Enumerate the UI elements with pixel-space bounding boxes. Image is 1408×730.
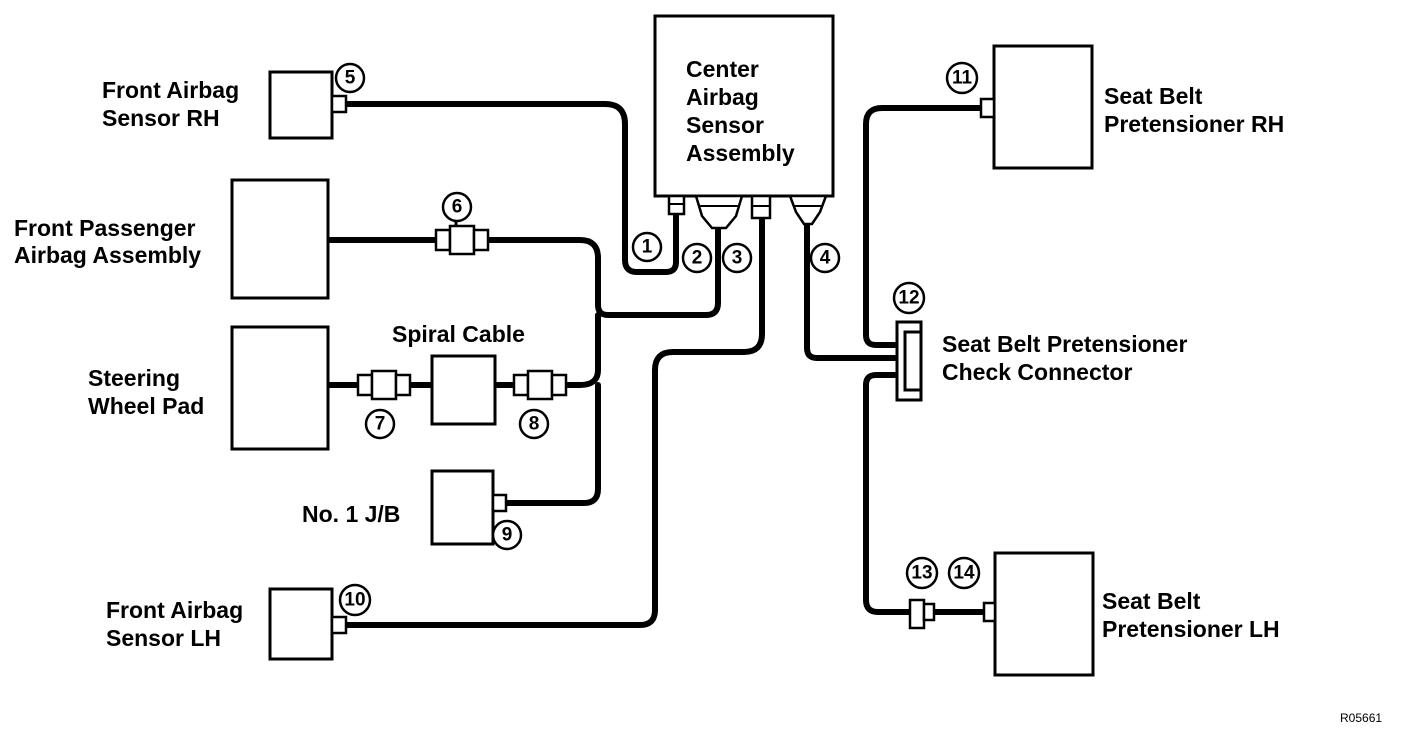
- label-center-sensor-2: Airbag: [686, 84, 759, 110]
- label-center-sensor-4: Assembly: [686, 140, 795, 166]
- connector-11-plug: [979, 97, 996, 119]
- label-passenger-airbag-2: Airbag Assembly: [14, 242, 201, 268]
- connector-8-body: [526, 369, 554, 401]
- seat-belt-pretensioner-lh-box: [993, 551, 1095, 677]
- connector-14-plug: [982, 601, 997, 623]
- label-pretensioner-lh-1: Seat Belt: [1102, 588, 1201, 614]
- connector-5-plug: [330, 94, 348, 114]
- connector-number-12: 12: [898, 288, 919, 309]
- connector-number-14: 14: [953, 563, 975, 584]
- label-pretensioner-lh-2: Pretensioner LH: [1102, 616, 1280, 642]
- connector-7-body: [370, 369, 398, 401]
- wiring-harness: [325, 101, 988, 628]
- connector-2-plug: [694, 194, 744, 230]
- label-front-sensor-lh-2: Sensor LH: [106, 625, 221, 651]
- connector-13-tip: [922, 602, 936, 622]
- label-steering-pad-1: Steering: [88, 365, 180, 391]
- wire-passenger-airbag: [325, 225, 721, 318]
- front-airbag-sensor-rh-box: [268, 70, 334, 140]
- connector-4-plug: [788, 194, 828, 226]
- connector-6-right: [472, 228, 490, 252]
- label-pretensioner-rh-1: Seat Belt: [1104, 83, 1203, 109]
- wire-junction-block: [502, 382, 601, 506]
- wire-front-sensor-lh: [341, 217, 765, 628]
- connector-10-plug: [330, 615, 348, 635]
- wire-check-connector: [804, 222, 898, 361]
- connector-9-plug: [491, 493, 508, 513]
- spiral-cable-box: [430, 354, 497, 426]
- component-labels: Center Airbag Sensor Assembly Front Airb…: [14, 56, 1382, 725]
- wire-front-sensor-rh: [343, 101, 679, 275]
- steering-wheel-pad-box: [230, 325, 330, 451]
- connector-number-6: 6: [452, 197, 463, 218]
- connector-number-1: 1: [642, 237, 653, 258]
- label-center-sensor-3: Sensor: [686, 112, 764, 138]
- connector-number-10: 10: [344, 590, 365, 611]
- connector-number-5: 5: [345, 68, 356, 89]
- label-front-sensor-lh-1: Front Airbag: [106, 597, 243, 623]
- connector-number-2: 2: [692, 248, 703, 269]
- connector-6-body: [448, 224, 476, 256]
- connector-8-right: [550, 373, 568, 397]
- connector-number-13: 13: [911, 563, 932, 584]
- label-center-sensor-1: Center: [686, 56, 759, 82]
- label-steering-pad-2: Wheel Pad: [88, 393, 204, 419]
- label-pretensioner-rh-2: Pretensioner RH: [1104, 111, 1284, 137]
- front-airbag-sensor-lh-box: [268, 587, 334, 661]
- label-spiral-cable: Spiral Cable: [392, 321, 525, 347]
- label-junction-block: No. 1 J/B: [302, 501, 400, 527]
- connector-number-3: 3: [732, 248, 743, 269]
- front-passenger-airbag-box: [230, 178, 330, 300]
- connector-13-plug: [908, 598, 926, 630]
- label-check-connector-1: Seat Belt Pretensioner: [942, 331, 1187, 357]
- wire-pretensioner-lh: [863, 372, 915, 615]
- reference-code: R05661: [1340, 711, 1382, 725]
- connector-7-left: [356, 373, 374, 397]
- seat-belt-pretensioner-rh-box: [992, 44, 1094, 170]
- connector-8-left: [512, 373, 530, 397]
- label-check-connector-2: Check Connector: [942, 359, 1132, 385]
- label-front-sensor-rh-1: Front Airbag: [102, 77, 239, 103]
- connector-number-7: 7: [375, 414, 386, 435]
- connector-plugs: [330, 94, 997, 635]
- wire-steering-pad: [325, 312, 601, 388]
- connector-number-9: 9: [502, 525, 513, 546]
- connector-numbers: 1 2 3 4 5 6 7 8 9 10 11 12 13 14: [334, 61, 981, 617]
- connector-number-8: 8: [529, 414, 540, 435]
- wire-pretensioner-rh: [863, 105, 985, 348]
- connector-7-right: [394, 373, 412, 397]
- connector-number-11: 11: [952, 68, 973, 89]
- center-airbag-sensor-box: [653, 14, 835, 198]
- check-connector-face: [903, 330, 923, 392]
- label-passenger-airbag-1: Front Passenger: [14, 215, 196, 241]
- connector-6-left: [434, 228, 452, 252]
- junction-block-box: [430, 469, 495, 546]
- connector-number-4: 4: [820, 248, 831, 269]
- label-front-sensor-rh-2: Sensor RH: [102, 105, 220, 131]
